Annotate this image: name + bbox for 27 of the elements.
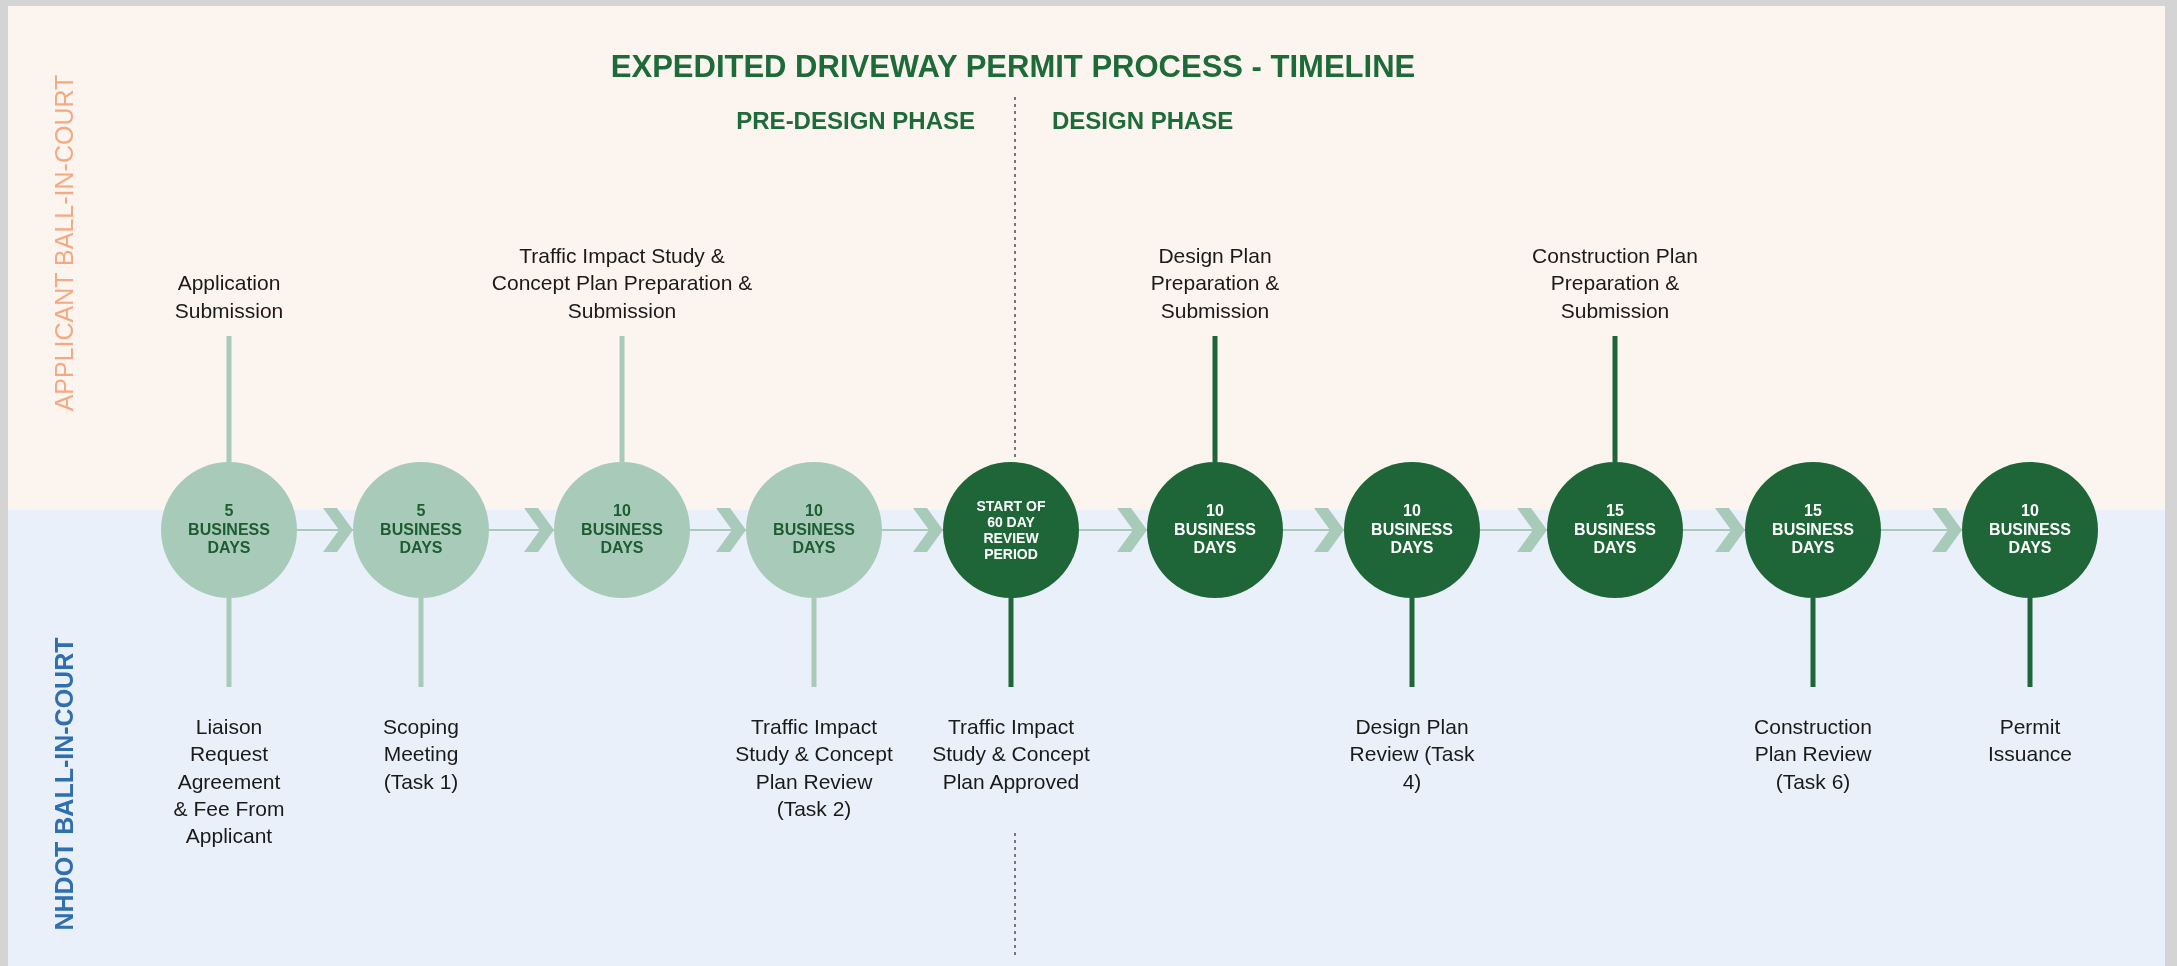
step-label: Scoping Meeting (Task 1)	[366, 687, 476, 795]
step-label: Traffic Impact Study & Concept Plan Preparation & Submission	[489, 242, 755, 336]
lane-label: NHDOT BALL-IN-COURT	[49, 637, 80, 931]
connector-line	[1212, 336, 1218, 462]
connector-line	[2027, 598, 2033, 687]
phase-label: DESIGN PHASE	[1052, 106, 1234, 136]
diagram-title: EXPEDITED DRIVEWAY PERMIT PROCESS - TIMELINE	[609, 48, 1417, 86]
lane-label: APPLICANT BALL-IN-COURT	[49, 74, 80, 412]
phase-label: PRE-DESIGN PHASE	[736, 106, 975, 136]
connector-line	[1008, 598, 1014, 687]
connector-line	[619, 336, 625, 462]
connector-line	[1810, 598, 1816, 687]
step-label: Application Submission	[144, 269, 314, 336]
step-label: Traffic Impact Study & Concept Plan Approved	[928, 687, 1094, 795]
connector-line	[226, 336, 232, 462]
step-label: Design Plan Review (Task 4)	[1349, 687, 1475, 795]
connector-line	[1612, 336, 1618, 462]
connector-line	[811, 598, 817, 687]
connector-line	[226, 598, 232, 687]
step-label: Traffic Impact Study & Concept Plan Review (Task 2)	[731, 687, 897, 823]
step-label: Permit Issuance	[1955, 687, 2105, 768]
step-label: Liaison Request Agreement & Fee From Applicant	[173, 687, 285, 850]
step-label: Design Plan Preparation & Submission	[1115, 242, 1315, 336]
connector-line	[418, 598, 424, 687]
step-label: Construction Plan Preparation & Submission	[1525, 242, 1705, 336]
connector-line	[1409, 598, 1415, 687]
step-label: Construction Plan Review (Task 6)	[1745, 687, 1881, 795]
